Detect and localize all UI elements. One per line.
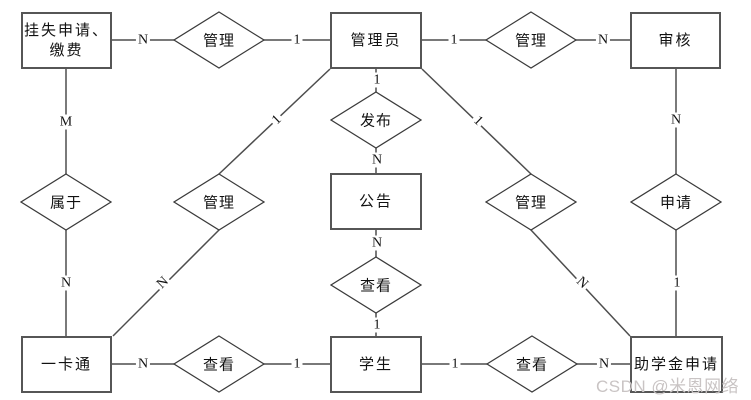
relationship-manage-top-left: 管理 — [173, 11, 265, 69]
entity-label: 一卡通 — [40, 356, 92, 373]
entity-label: 公告 — [358, 193, 393, 210]
cardinality-label: M — [57, 114, 75, 130]
entity-label: 挂失申请、缴费 — [23, 22, 109, 59]
relationship-label: 管理 — [202, 33, 236, 50]
entity-student: 学生 — [330, 336, 422, 393]
entity-review: 审核 — [630, 12, 721, 69]
relationship-label: 发布 — [359, 113, 393, 130]
cardinality-label: 1 — [448, 32, 460, 48]
cardinality-label: 1 — [291, 32, 303, 48]
diamond-shape — [485, 11, 577, 69]
cardinality-label: 1 — [449, 356, 461, 372]
cardinality-label: 1 — [291, 356, 303, 372]
diamond-shape — [630, 173, 722, 231]
entity-admin: 管理员 — [330, 12, 422, 69]
diamond-shape — [485, 173, 577, 231]
cardinality-label: N — [668, 112, 684, 128]
relationship-view-notice: 查看 — [330, 256, 422, 314]
relationship-label: 管理 — [514, 33, 548, 50]
entity-campus-card: 一卡通 — [21, 336, 112, 393]
relationship-view-grant: 查看 — [486, 335, 578, 393]
cardinality-label: N — [369, 235, 385, 251]
relationship-label: 申请 — [659, 195, 693, 212]
relationship-label: 管理 — [202, 195, 236, 212]
diamond-shape — [330, 91, 422, 149]
relationship-manage-mid-left: 管理 — [173, 173, 265, 231]
relationship-apply: 申请 — [630, 173, 722, 231]
csdn-watermark: CSDN @米恩网络 — [596, 377, 740, 396]
entity-label: 助学金申请 — [633, 356, 719, 373]
relationship-label: 管理 — [514, 195, 548, 212]
cardinality-label: N — [369, 152, 385, 168]
cardinality-label: 1 — [671, 275, 683, 291]
relationship-belong-to: 属于 — [20, 173, 112, 231]
cardinality-label: 1 — [371, 317, 383, 333]
relationship-label: 查看 — [359, 278, 393, 295]
diamond-shape — [173, 173, 265, 231]
entity-notice: 公告 — [330, 173, 422, 230]
cardinality-label: N — [58, 275, 74, 291]
relationship-manage-top-right: 管理 — [485, 11, 577, 69]
entity-label: 审核 — [658, 32, 693, 49]
diamond-shape — [330, 256, 422, 314]
cardinality-label: 1 — [371, 72, 383, 88]
entity-label: 学生 — [358, 356, 393, 373]
diamond-shape — [20, 173, 112, 231]
relationship-manage-mid-right: 管理 — [485, 173, 577, 231]
relationship-label: 查看 — [202, 357, 236, 374]
relationship-publish: 发布 — [330, 91, 422, 149]
cardinality-label: N — [595, 32, 611, 48]
relationship-view-card: 查看 — [173, 335, 265, 393]
entity-loss-report-payment: 挂失申请、缴费 — [21, 12, 112, 69]
diamond-shape — [173, 335, 265, 393]
cardinality-label: N — [135, 32, 151, 48]
relationship-label: 属于 — [49, 195, 83, 212]
entity-grant-application: 助学金申请 — [630, 336, 723, 393]
cardinality-label: N — [135, 356, 151, 372]
diamond-shape — [486, 335, 578, 393]
relationship-label: 查看 — [515, 357, 549, 374]
entity-label: 管理员 — [350, 32, 402, 49]
cardinality-label: N — [596, 356, 612, 372]
diamond-shape — [173, 11, 265, 69]
